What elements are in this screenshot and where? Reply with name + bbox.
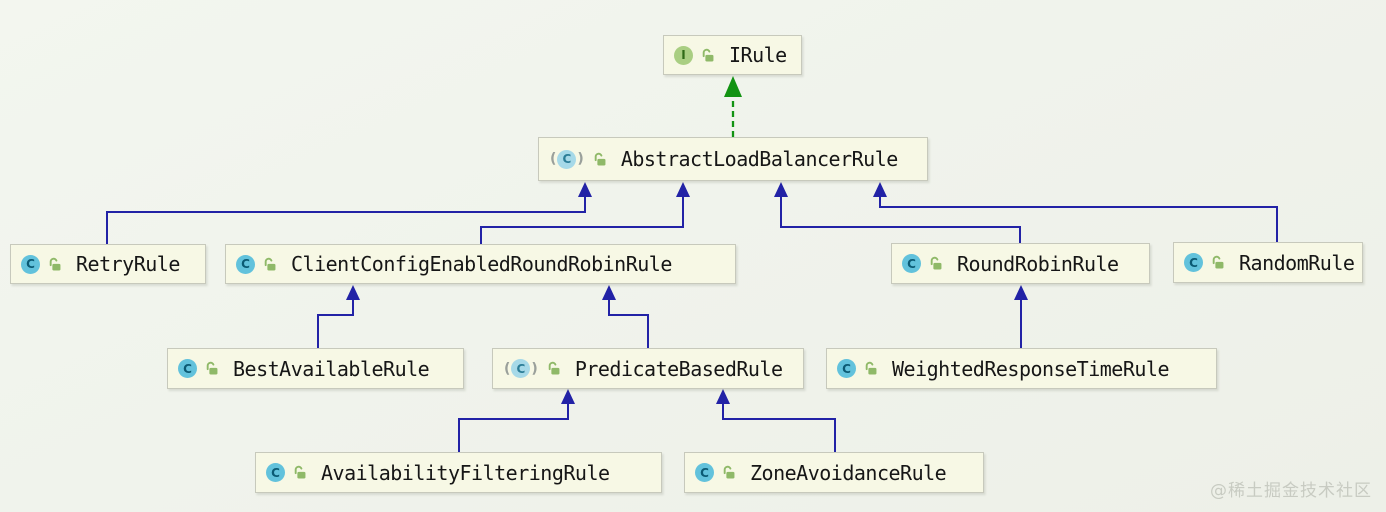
edge-extends-retryrule [106, 182, 592, 244]
edge-extends-weightedresponsetimerule [1014, 285, 1028, 348]
public-lock-icon [594, 152, 606, 165]
class-node-bestavailablerule[interactable]: C BestAvailableRule [167, 348, 464, 389]
class-name: PredicateBasedRule [574, 356, 783, 381]
class-name: RetryRule [76, 252, 180, 276]
class-icon: C [21, 254, 40, 274]
class-icon: C [695, 463, 714, 482]
class-name: RoundRobinRule [957, 251, 1119, 276]
class-icon: C [1184, 253, 1203, 272]
class-name: IRule [729, 43, 787, 67]
edge-extends-predicatebasedrule [602, 285, 649, 348]
class-node-randomrule[interactable]: C RandomRule [1173, 242, 1363, 283]
class-icon: C [837, 359, 856, 378]
abstract-class-icon: (C) [504, 359, 538, 378]
class-node-availabilityfilteringrule[interactable]: C AvailabilityFilteringRule [255, 452, 662, 493]
interface-icon: I [674, 45, 693, 65]
public-lock-icon [1212, 255, 1224, 269]
class-name: RandomRule [1239, 250, 1355, 275]
class-name: ClientConfigEnabledRoundRobinRule [291, 252, 672, 276]
public-lock-icon [548, 361, 560, 375]
class-node-irule[interactable]: I IRule [663, 35, 802, 75]
edge-extends-roundrobinrule [774, 182, 1021, 243]
class-node-roundrobinrule[interactable]: C RoundRobinRule [891, 243, 1150, 284]
class-node-clientconfigenabledroundrobinrule[interactable]: C ClientConfigEnabledRoundRobinRule [225, 244, 736, 284]
watermark-text: @稀土掘金技术社区 [1210, 481, 1372, 501]
public-lock-icon [930, 256, 942, 270]
public-lock-icon [206, 361, 218, 375]
edge-implements-abstractloadbalancerrule-irule [724, 76, 742, 137]
edge-extends-zoneavoidancerule [716, 389, 836, 452]
class-name: WeightedResponseTimeRule [892, 356, 1169, 381]
public-lock-icon [702, 48, 714, 61]
class-node-retryrule[interactable]: C RetryRule [10, 244, 206, 284]
class-icon: C [902, 254, 921, 273]
public-lock-icon [865, 361, 877, 375]
class-node-abstractloadbalancerrule[interactable]: (C) AbstractLoadBalancerRule [538, 137, 928, 181]
class-icon: C [266, 463, 285, 482]
class-icon: C [178, 359, 197, 378]
class-name: ZoneAvoidanceRule [750, 460, 947, 485]
class-name: BestAvailableRule [233, 356, 430, 381]
public-lock-icon [294, 465, 306, 479]
class-node-weightedresponsetimerule[interactable]: C WeightedResponseTimeRule [826, 348, 1217, 389]
edge-extends-randomrule [873, 182, 1278, 242]
public-lock-icon [723, 465, 735, 479]
edge-extends-bestavailablerule [317, 285, 360, 348]
class-name: AbstractLoadBalancerRule [620, 147, 898, 171]
edge-extends-availabilityfilteringrule [458, 389, 575, 452]
class-icon: C [236, 254, 255, 274]
public-lock-icon [49, 257, 61, 270]
public-lock-icon [264, 257, 276, 270]
class-name: AvailabilityFilteringRule [321, 460, 610, 485]
abstract-class-icon: (C) [550, 149, 584, 169]
class-node-predicatebasedrule[interactable]: (C) PredicateBasedRule [492, 348, 804, 389]
edge-extends-clientconfigenabledroundrobinrule [480, 182, 690, 244]
class-node-zoneavoidancerule[interactable]: C ZoneAvoidanceRule [684, 452, 984, 493]
